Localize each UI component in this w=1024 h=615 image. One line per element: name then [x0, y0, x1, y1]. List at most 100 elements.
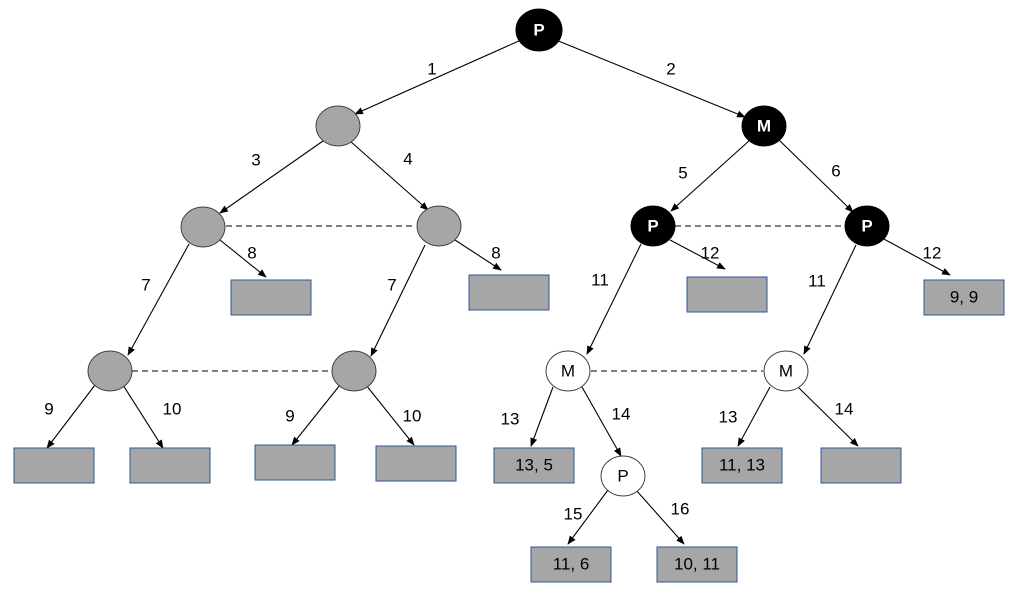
edge-label-10-right: 10	[403, 407, 422, 426]
node-right-label: M	[757, 117, 771, 136]
node-root: P	[515, 8, 563, 52]
edge-1	[354, 39, 522, 115]
edge-5	[670, 139, 751, 212]
edge-label-10-left: 10	[163, 400, 182, 419]
edge-label-2: 2	[666, 60, 675, 79]
edge-label-1: 1	[427, 60, 436, 79]
edge-14-right	[797, 386, 859, 447]
edge-2	[555, 39, 746, 118]
edge-10-right	[365, 384, 415, 446]
leaf-r-a11-14-16-payoff: 10, 11	[674, 555, 720, 574]
node-root-circle	[515, 8, 563, 52]
node-r-b-circle	[844, 205, 890, 247]
edge-label-12-left: 12	[701, 244, 720, 263]
edge-10-left	[122, 384, 164, 449]
edge-6	[778, 139, 854, 213]
leaf-l-b7-10-box	[375, 445, 457, 482]
leaf-r-a12-box	[686, 276, 768, 313]
edge-14-left	[581, 386, 622, 457]
edge-label-3: 3	[251, 151, 260, 170]
node-r-b-label: P	[861, 217, 872, 236]
leaf-r-a11-14-15-payoff: 11, 6	[553, 555, 590, 574]
leaf-l-b7-9-box	[254, 444, 336, 481]
node-r-a11-circle	[545, 350, 591, 392]
node-r-a-circle	[630, 205, 676, 247]
leaf-r-a11-14-16: 10, 11	[656, 546, 738, 583]
edge-labels: 1 2 3 4 5 6 7 8 7 8 11 12 11 12 9 10 9 1…	[44, 60, 941, 524]
node-root-label: P	[533, 21, 544, 40]
node-l-b	[416, 205, 462, 247]
node-l-a7-circle	[87, 350, 133, 392]
edge-label-4: 4	[403, 150, 412, 169]
terminal-leaves: 9, 9 13, 5 11, 13	[13, 274, 1005, 583]
edge-label-13-left: 13	[501, 410, 520, 429]
node-r-a11-14-circle	[600, 455, 646, 497]
leaf-l-a8	[230, 279, 312, 316]
node-r-a11-14-label: P	[617, 467, 628, 486]
leaf-l-b7-10	[375, 445, 457, 482]
node-r-b11-circle	[763, 350, 809, 392]
edge-13-right	[737, 386, 771, 447]
edge-label-13-right: 13	[719, 408, 738, 427]
leaf-r-a11-14-16-box	[656, 546, 738, 583]
edge-3	[219, 140, 324, 214]
node-r-b: P	[844, 205, 890, 247]
edge-label-11-right: 11	[808, 272, 826, 291]
leaf-l-a7-10-box	[129, 447, 211, 484]
leaf-r-a12	[686, 276, 768, 313]
edge-label-7-right: 7	[387, 276, 396, 295]
node-left-circle	[315, 105, 361, 147]
edge-11-right	[803, 244, 857, 355]
edge-12-right	[881, 237, 951, 276]
node-right-circle	[741, 105, 787, 147]
leaf-r-b11-14	[820, 447, 902, 484]
edge-15	[567, 489, 609, 545]
node-r-b11-label: M	[779, 362, 793, 381]
edge-9-left	[46, 384, 96, 449]
edge-label-7-left: 7	[141, 276, 150, 295]
leaf-r-b11-13: 11, 13	[701, 447, 783, 484]
edges	[46, 39, 951, 545]
node-r-a: P	[630, 205, 676, 247]
node-right: M	[741, 105, 787, 147]
edge-label-11-left: 11	[591, 271, 609, 290]
leaf-r-a11-14-15: 11, 6	[530, 546, 612, 583]
edge-label-14-right: 14	[835, 400, 854, 419]
leaf-l-a8-box	[230, 279, 312, 316]
node-r-a11-14: P	[600, 455, 646, 497]
edge-label-8-right: 8	[491, 244, 500, 263]
node-l-a	[180, 206, 226, 248]
edge-13-left	[530, 386, 554, 447]
edge-label-9-left: 9	[44, 400, 53, 419]
leaf-l-a7-9	[13, 447, 95, 484]
leaf-r-b12: 9, 9	[923, 279, 1005, 316]
edge-label-5: 5	[678, 164, 687, 183]
leaf-r-b11-13-box	[701, 447, 783, 484]
edge-label-14-left: 14	[612, 405, 631, 424]
edge-label-16: 16	[671, 500, 690, 519]
decision-nodes: P M P P M	[87, 8, 890, 497]
node-r-b11: M	[763, 350, 809, 392]
edge-8-left	[219, 239, 267, 278]
node-r-a11-label: M	[561, 362, 575, 381]
information-sets	[132, 225, 845, 372]
node-l-a7	[87, 350, 133, 392]
edge-label-15: 15	[564, 505, 583, 524]
node-l-a-circle	[180, 206, 226, 248]
leaf-r-a11-14-15-box	[530, 546, 612, 583]
edge-label-12-right: 12	[923, 244, 942, 263]
leaf-r-b12-box	[923, 279, 1005, 316]
leaf-l-b8	[468, 274, 550, 311]
edge-label-9-right: 9	[285, 407, 294, 426]
leaf-r-b12-payoff: 9, 9	[950, 288, 978, 307]
edge-7-left	[127, 243, 190, 356]
edge-12-left	[669, 239, 726, 270]
leaf-l-b7-9	[254, 444, 336, 481]
node-r-a11: M	[545, 350, 591, 392]
edge-9-right	[291, 384, 341, 446]
edge-label-6: 6	[831, 162, 840, 181]
edge-4	[349, 140, 429, 211]
edge-11-left	[586, 243, 642, 355]
leaf-r-a11-13-payoff: 13, 5	[515, 456, 553, 475]
